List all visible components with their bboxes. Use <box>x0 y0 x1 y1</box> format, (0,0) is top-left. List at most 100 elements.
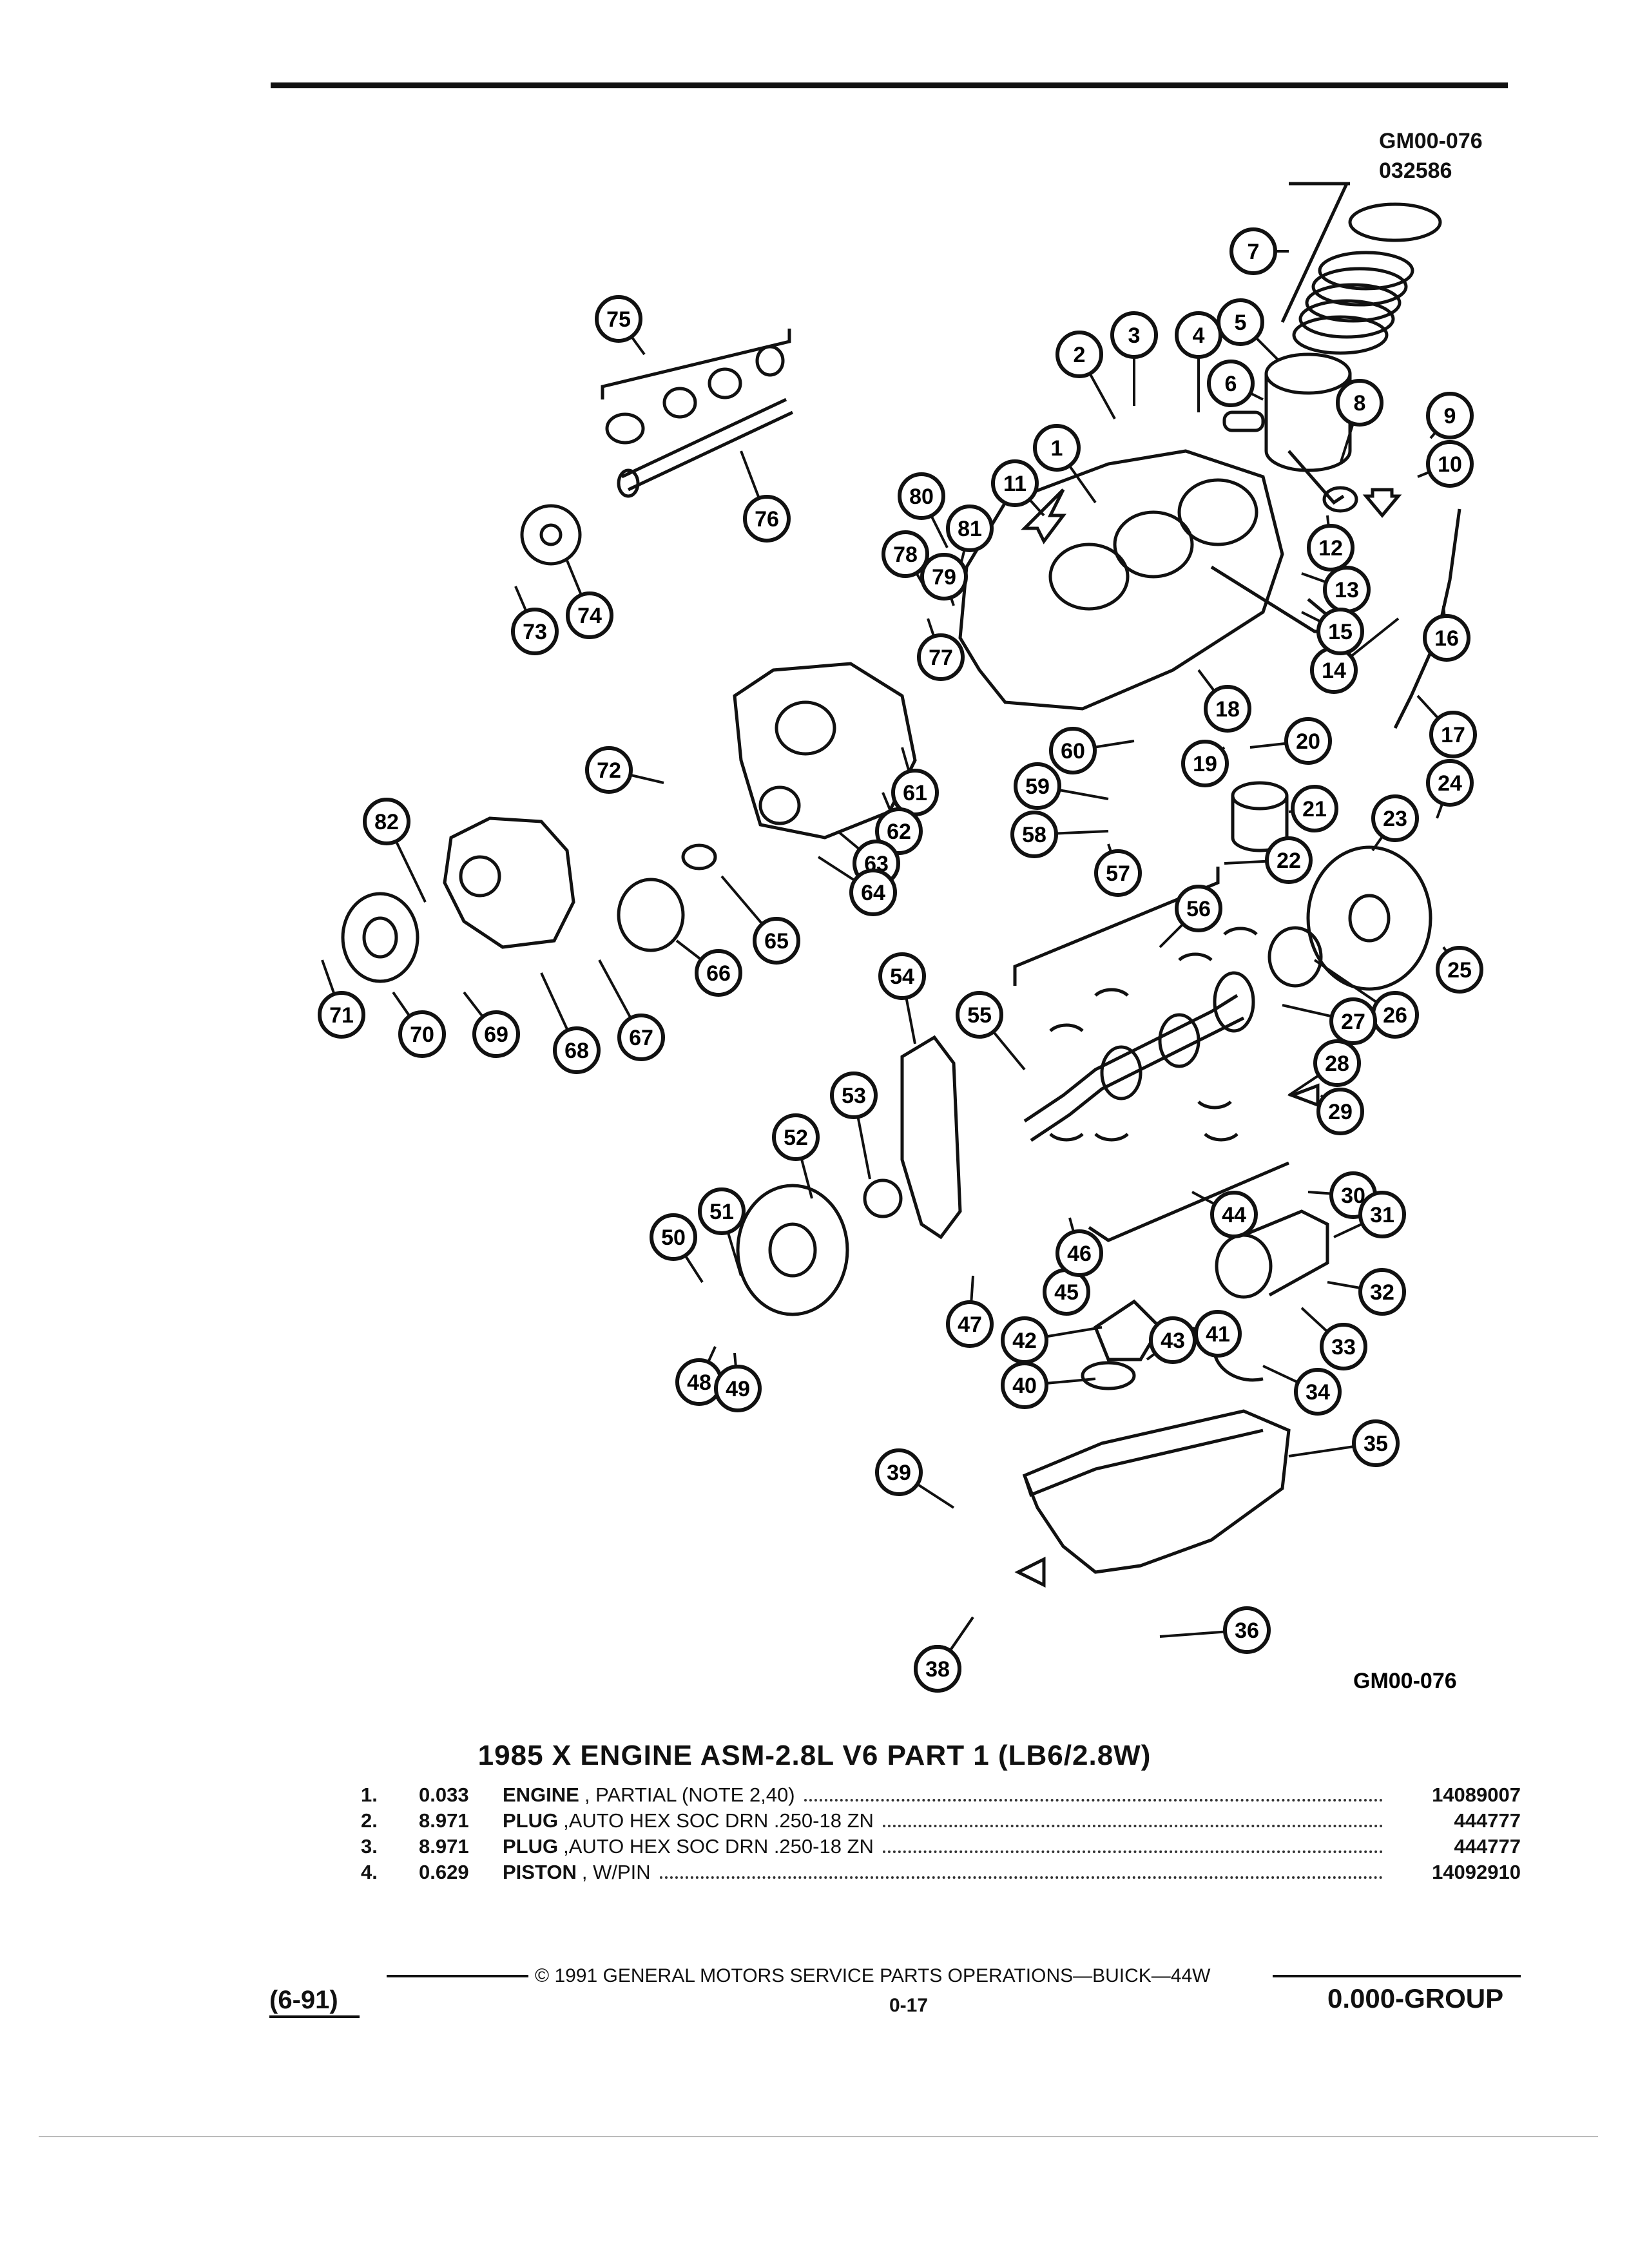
parts-row: 1. 0.033 ENGINE , PARTIAL (NOTE 2,40) 14… <box>361 1783 1521 1809</box>
callout-number: 56 <box>1186 897 1211 921</box>
callout-number: 58 <box>1022 823 1046 847</box>
callout-number: 81 <box>958 517 982 541</box>
callout-50: 50 <box>650 1213 697 1261</box>
part-description: , PARTIAL (NOTE 2,40) <box>584 1783 795 1806</box>
callout-number: 59 <box>1025 774 1050 799</box>
callout-number: 26 <box>1383 1003 1407 1028</box>
callout-number: 1 <box>1051 436 1063 461</box>
callout-number: 52 <box>784 1126 808 1150</box>
callout-number: 53 <box>842 1084 866 1108</box>
callout-number: 32 <box>1370 1280 1394 1305</box>
callout-number: 28 <box>1325 1052 1349 1076</box>
callout-71: 71 <box>318 991 365 1039</box>
callout-3: 3 <box>1110 311 1158 359</box>
callout-number: 36 <box>1235 1619 1259 1643</box>
part-quantity: 8.971 <box>419 1835 469 1858</box>
page-title: 1985 X ENGINE ASM-2.8L V6 PART 1 (LB6/2.… <box>477 1740 1152 1771</box>
callout-42: 42 <box>1001 1316 1048 1364</box>
callout-number: 70 <box>410 1023 434 1047</box>
callout-number: 35 <box>1364 1432 1388 1456</box>
callout-number: 31 <box>1370 1203 1394 1227</box>
callout-number: 11 <box>1003 472 1027 496</box>
callout-number: 76 <box>755 507 779 532</box>
callout-number: 25 <box>1447 958 1472 983</box>
callout-73: 73 <box>511 608 559 655</box>
callout-67: 67 <box>617 1014 665 1061</box>
callout-23: 23 <box>1371 794 1419 842</box>
callout-10: 10 <box>1426 440 1474 488</box>
part-quantity: 0.629 <box>419 1861 469 1883</box>
part-name: PISTON <box>503 1861 577 1883</box>
parts-row: 3. 8.971 PLUG ,AUTO HEX SOC DRN .250-18 … <box>361 1835 1521 1861</box>
callout-number: 67 <box>629 1026 653 1050</box>
callout-number: 33 <box>1331 1335 1356 1360</box>
callout-number: 57 <box>1106 861 1130 886</box>
callout-48: 48 <box>675 1358 723 1406</box>
callout-44: 44 <box>1210 1191 1258 1238</box>
callout-15: 15 <box>1316 608 1364 655</box>
callout-24: 24 <box>1426 759 1474 807</box>
callout-number: 68 <box>564 1039 589 1063</box>
callout-70: 70 <box>398 1010 446 1058</box>
callout-49: 49 <box>714 1365 762 1412</box>
part-description: , W/PIN <box>581 1861 651 1883</box>
callout-number: 71 <box>329 1003 354 1028</box>
callout-72: 72 <box>585 746 633 794</box>
callout-59: 59 <box>1014 762 1061 810</box>
callout-number: 29 <box>1328 1100 1353 1124</box>
callout-78: 78 <box>882 530 929 578</box>
callout-27: 27 <box>1329 997 1377 1045</box>
callout-number: 64 <box>861 881 885 905</box>
callout-number: 54 <box>890 965 914 989</box>
callout-number: 6 <box>1225 372 1237 396</box>
callout-number: 23 <box>1383 807 1407 831</box>
dot-leader <box>882 1850 1383 1853</box>
parts-list: 1. 0.033 ENGINE , PARTIAL (NOTE 2,40) 14… <box>361 1783 1521 1887</box>
callout-8: 8 <box>1336 379 1383 427</box>
callout-number: 51 <box>709 1200 734 1224</box>
callout-number: 10 <box>1438 452 1462 477</box>
callout-28: 28 <box>1313 1039 1361 1087</box>
callout-number: 7 <box>1248 240 1260 264</box>
callout-number: 60 <box>1061 739 1085 764</box>
callout-54: 54 <box>878 952 926 1000</box>
callout-number: 49 <box>726 1377 750 1401</box>
callout-26: 26 <box>1371 991 1419 1039</box>
callout-number: 80 <box>909 485 934 509</box>
callout-75: 75 <box>595 295 642 343</box>
group-number: 0.000-GROUP <box>1327 1983 1504 2013</box>
callout-number: 45 <box>1054 1280 1079 1305</box>
part-description: ,AUTO HEX SOC DRN .250-18 ZN <box>563 1809 874 1832</box>
callout-21: 21 <box>1291 785 1338 832</box>
callout-number: 69 <box>484 1023 508 1047</box>
callout-46: 46 <box>1055 1229 1103 1277</box>
callout-13: 13 <box>1323 566 1371 613</box>
callout-number: 41 <box>1206 1322 1230 1347</box>
figure-code-top: GM00-076 <box>1379 129 1483 153</box>
dot-leader <box>882 1825 1383 1827</box>
callout-17: 17 <box>1429 711 1477 758</box>
callout-number: 62 <box>887 820 911 844</box>
engine-parts-drawing <box>341 182 1461 1588</box>
callout-31: 31 <box>1358 1191 1406 1238</box>
callout-number: 77 <box>929 646 953 670</box>
callout-4: 4 <box>1175 311 1222 359</box>
copyright-notice: © 1991 GENERAL MOTORS SERVICE PARTS OPER… <box>535 1965 1211 1986</box>
callout-7: 7 <box>1229 227 1277 275</box>
dot-leader <box>659 1876 1383 1879</box>
callout-65: 65 <box>753 917 800 965</box>
callout-64: 64 <box>849 869 897 916</box>
dot-leader <box>804 1799 1383 1802</box>
callout-number: 79 <box>932 565 956 590</box>
callout-number: 66 <box>706 961 731 986</box>
callout-number: 61 <box>903 781 927 805</box>
callout-81: 81 <box>946 505 994 552</box>
callout-53: 53 <box>830 1072 878 1119</box>
callout-number: 65 <box>764 929 789 954</box>
part-name: PLUG <box>503 1809 559 1832</box>
revision-underline <box>269 2015 360 2018</box>
callout-74: 74 <box>566 591 613 639</box>
callout-number: 27 <box>1341 1010 1365 1034</box>
